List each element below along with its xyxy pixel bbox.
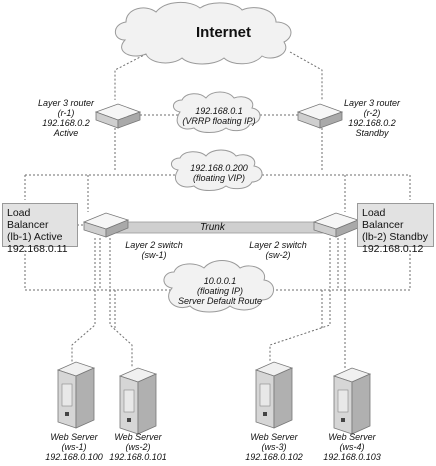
vip-cloud-label: 192.168.0.200 (floating VIP) — [180, 163, 258, 183]
vrrp-line1: 192.168.0.1 — [195, 106, 243, 116]
vrrp-cloud — [173, 91, 261, 133]
load-balancer-lb1: Load Balancer (lb-1) Active 192.168.0.11 — [2, 203, 78, 255]
gateway-line2: (floating IP) — [196, 286, 244, 296]
router-r1-line4: Active — [53, 128, 79, 138]
ws3-line1: Web Server — [250, 432, 298, 442]
trunk-label: Trunk — [200, 222, 225, 233]
router-r1-line3: 192.168.0.2 — [42, 118, 90, 128]
ws2-line2: (ws-2) — [125, 442, 151, 452]
server-ws1-device — [56, 361, 96, 429]
router-r1-line2: (r-1) — [57, 108, 75, 118]
lb1-line2: (lb-1) Active — [7, 231, 63, 243]
sw1-line2: (sw-1) — [141, 250, 167, 260]
internet-label: Internet — [196, 24, 252, 41]
vip-line2: (floating VIP) — [192, 173, 246, 183]
gateway-line3: Server Default Route — [177, 296, 263, 306]
ws4-line2: (ws-4) — [339, 442, 365, 452]
server-ws2-label: Web Server (ws-2) 192.168.0.101 — [100, 432, 176, 462]
server-ws3-label: Web Server (ws-3) 192.168.0.102 — [236, 432, 312, 462]
ws3-line2: (ws-3) — [261, 442, 287, 452]
ws3-line3: 192.168.0.102 — [245, 452, 303, 462]
lb1-line3: 192.168.0.11 — [7, 243, 68, 255]
ws4-line1: Web Server — [328, 432, 376, 442]
sw2-line2: (sw-2) — [265, 250, 291, 260]
router-r2-line2: (r-2) — [363, 108, 381, 118]
server-ws3-device — [254, 361, 294, 429]
internet-cloud — [114, 2, 292, 65]
load-balancer-lb2: Load Balancer (lb-2) Standby 192.168.0.1… — [357, 203, 434, 255]
ws2-line3: 192.168.0.101 — [109, 452, 167, 462]
ws1-line2: (ws-1) — [61, 442, 87, 452]
router-r2-line4: Standby — [355, 128, 389, 138]
vrrp-line2: (VRRP floating IP) — [182, 116, 256, 126]
lb1-line1: Load Balancer — [7, 207, 49, 231]
lb2-line3: 192.168.0.12 — [362, 243, 424, 255]
ws2-line1: Web Server — [114, 432, 162, 442]
router-r2-line1: Layer 3 router — [343, 98, 401, 108]
vip-line1: 192.168.0.200 — [190, 163, 248, 173]
ws1-line3: 192.168.0.100 — [45, 452, 103, 462]
router-r2-label: Layer 3 router (r-2) 192.168.0.2 Standby — [334, 98, 410, 138]
switch-sw1-device — [82, 212, 130, 238]
ws1-line1: Web Server — [50, 432, 98, 442]
lb2-line1: Load Balancer — [362, 207, 404, 231]
connection-lines — [24, 51, 411, 368]
vrrp-cloud-label: 192.168.0.1 (VRRP floating IP) — [180, 106, 258, 126]
router-r2-device — [296, 103, 344, 129]
gateway-cloud-label: 10.0.0.1 (floating IP) Server Default Ro… — [172, 276, 268, 306]
lb2-line2: (lb-2) Standby — [362, 231, 428, 243]
vip-cloud — [171, 149, 263, 191]
router-r1-line1: Layer 3 router — [37, 98, 95, 108]
switch-sw2-label: Layer 2 switch (sw-2) — [242, 240, 314, 260]
router-r2-line3: 192.168.0.2 — [348, 118, 396, 128]
router-r1-label: Layer 3 router (r-1) 192.168.0.2 Active — [28, 98, 104, 138]
gateway-line1: 10.0.0.1 — [203, 276, 237, 286]
server-ws2-device — [118, 367, 158, 435]
gateway-cloud — [163, 260, 274, 313]
router-r1-device — [94, 103, 142, 129]
server-ws4-device — [332, 367, 372, 435]
ws4-line3: 192.168.0.103 — [323, 452, 381, 462]
sw1-line1: Layer 2 switch — [125, 240, 183, 250]
server-ws4-label: Web Server (ws-4) 192.168.0.103 — [314, 432, 390, 462]
server-ws1-label: Web Server (ws-1) 192.168.0.100 — [36, 432, 112, 462]
switch-sw1-label: Layer 2 switch (sw-1) — [118, 240, 190, 260]
sw2-line1: Layer 2 switch — [249, 240, 307, 250]
